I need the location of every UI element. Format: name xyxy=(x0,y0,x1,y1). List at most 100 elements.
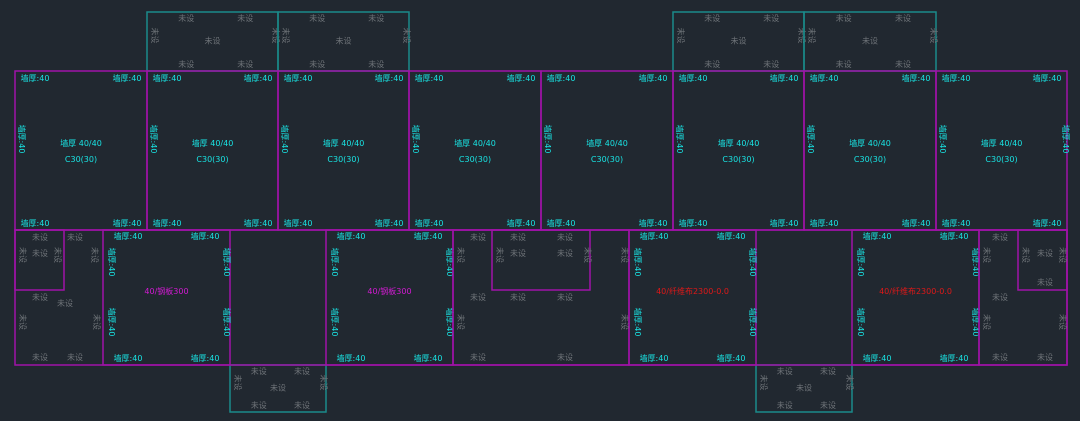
steel-plate-label: 40/钢板300 xyxy=(144,286,188,296)
wall-thickness-label: 墙厚:40 xyxy=(942,218,971,228)
not-set-label: 未设 xyxy=(495,247,505,263)
wall-thickness-label: 墙厚:40 xyxy=(153,73,182,83)
not-set-label: 未设 xyxy=(807,28,817,44)
wall-thickness-label: 墙厚:40 xyxy=(411,125,421,154)
wall-thickness-label: 墙厚:40 xyxy=(938,125,948,154)
room-top[interactable] xyxy=(408,70,542,231)
not-set-label: 未设 xyxy=(18,314,28,330)
room-top[interactable] xyxy=(935,70,1068,231)
concrete-grade-label: C30(30) xyxy=(327,155,359,164)
not-set-label: 未设 xyxy=(270,383,286,393)
wall-thickness-label: 墙厚:40 xyxy=(640,231,669,241)
wall-thickness-label: 墙厚:40 xyxy=(639,218,668,228)
wall-thickness-label: 墙厚:40 xyxy=(640,353,669,363)
wall-thickness-label: 墙厚:40 xyxy=(806,125,816,154)
not-set-label: 未设 xyxy=(845,375,855,391)
not-set-label: 未设 xyxy=(510,232,526,242)
wall-thickness-label: 墙厚:40 xyxy=(770,73,799,83)
not-set-label: 未设 xyxy=(294,366,310,376)
not-set-label: 未设 xyxy=(992,292,1008,302)
small-room[interactable] xyxy=(978,229,1068,366)
wall-thickness-pair-label: 墙厚 40/40 xyxy=(323,138,365,148)
not-set-label: 未设 xyxy=(402,28,412,44)
wall-thickness-label: 墙厚:40 xyxy=(284,218,313,228)
room-bottom[interactable] xyxy=(325,229,454,366)
room-bottom[interactable] xyxy=(851,229,980,366)
not-set-label: 未设 xyxy=(32,292,48,302)
not-set-label: 未设 xyxy=(759,375,769,391)
not-set-label: 未设 xyxy=(470,232,486,242)
not-set-label: 未设 xyxy=(510,292,526,302)
not-set-label: 未设 xyxy=(309,13,325,23)
not-set-label: 未设 xyxy=(557,232,573,242)
not-set-label: 未设 xyxy=(237,13,253,23)
not-set-label: 未设 xyxy=(929,28,939,44)
wall-thickness-label: 墙厚:40 xyxy=(107,248,117,277)
not-set-label: 未设 xyxy=(281,28,291,44)
not-set-label: 未设 xyxy=(319,375,329,391)
not-set-label: 未设 xyxy=(1037,277,1053,287)
wall-thickness-label: 墙厚:40 xyxy=(679,218,708,228)
room-top[interactable] xyxy=(672,70,805,231)
fiber-cloth-label: 40/纤维布2300-0.0 xyxy=(656,286,729,296)
wall-thickness-label: 墙厚:40 xyxy=(415,73,444,83)
not-set-label: 未设 xyxy=(90,247,100,263)
room-bottom[interactable] xyxy=(102,229,231,366)
bottom-row[interactable] xyxy=(14,229,1068,366)
not-set-label: 未设 xyxy=(820,400,836,410)
not-set-label: 未设 xyxy=(1058,314,1068,330)
not-set-label: 未设 xyxy=(777,400,793,410)
not-set-label: 未设 xyxy=(32,352,48,362)
small-room[interactable] xyxy=(14,229,65,291)
wall-thickness-label: 墙厚:40 xyxy=(222,308,232,337)
wall-thickness-label: 墙厚:40 xyxy=(675,125,685,154)
not-set-label: 未设 xyxy=(731,36,747,46)
wall-thickness-label: 墙厚:40 xyxy=(902,218,931,228)
room-top[interactable] xyxy=(146,70,279,231)
not-set-label: 未设 xyxy=(982,247,992,263)
not-set-label: 未设 xyxy=(895,59,911,69)
not-set-label: 未设 xyxy=(836,13,852,23)
room-top[interactable] xyxy=(14,70,148,231)
not-set-label: 未设 xyxy=(620,314,630,330)
not-set-label: 未设 xyxy=(251,400,267,410)
concrete-grade-label: C30(30) xyxy=(591,155,623,164)
concrete-grade-label: C30(30) xyxy=(459,155,491,164)
wall-thickness-label: 墙厚:40 xyxy=(337,231,366,241)
not-set-label: 未设 xyxy=(763,59,779,69)
not-set-label: 未设 xyxy=(470,352,486,362)
room-top[interactable] xyxy=(540,70,674,231)
not-set-label: 未设 xyxy=(992,232,1008,242)
wall-thickness-label: 墙厚:40 xyxy=(971,308,981,337)
room-top[interactable] xyxy=(277,70,410,231)
wall-thickness-label: 墙厚:40 xyxy=(810,73,839,83)
not-set-label: 未设 xyxy=(620,247,630,263)
not-set-label: 未设 xyxy=(92,314,102,330)
small-room[interactable] xyxy=(491,229,591,291)
not-set-label: 未设 xyxy=(456,314,466,330)
not-set-label: 未设 xyxy=(67,352,83,362)
wall-thickness-pair-label: 墙厚 40/40 xyxy=(586,138,628,148)
wall-thickness-label: 墙厚:40 xyxy=(543,125,553,154)
wall-thickness-label: 墙厚:40 xyxy=(810,218,839,228)
not-set-label: 未设 xyxy=(456,247,466,263)
small-room[interactable] xyxy=(452,229,630,366)
room-top[interactable] xyxy=(803,70,937,231)
not-set-label: 未设 xyxy=(820,366,836,376)
wall-thickness-pair-label: 墙厚 40/40 xyxy=(981,138,1023,148)
wall-thickness-label: 墙厚:40 xyxy=(770,218,799,228)
not-set-label: 未设 xyxy=(557,352,573,362)
wall-thickness-label: 墙厚:40 xyxy=(330,248,340,277)
concrete-grade-label: C30(30) xyxy=(65,155,97,164)
room-bottom[interactable] xyxy=(628,229,757,366)
wall-thickness-label: 墙厚:40 xyxy=(547,73,576,83)
not-set-label: 未设 xyxy=(251,366,267,376)
wall-thickness-label: 墙厚:40 xyxy=(445,248,455,277)
wall-thickness-label: 墙厚:40 xyxy=(748,308,758,337)
not-set-label: 未设 xyxy=(368,13,384,23)
wall-thickness-label: 墙厚:40 xyxy=(748,248,758,277)
wall-thickness-label: 墙厚:40 xyxy=(375,218,404,228)
wall-thickness-pair-label: 墙厚 40/40 xyxy=(849,138,891,148)
wall-thickness-pair-label: 墙厚 40/40 xyxy=(454,138,496,148)
